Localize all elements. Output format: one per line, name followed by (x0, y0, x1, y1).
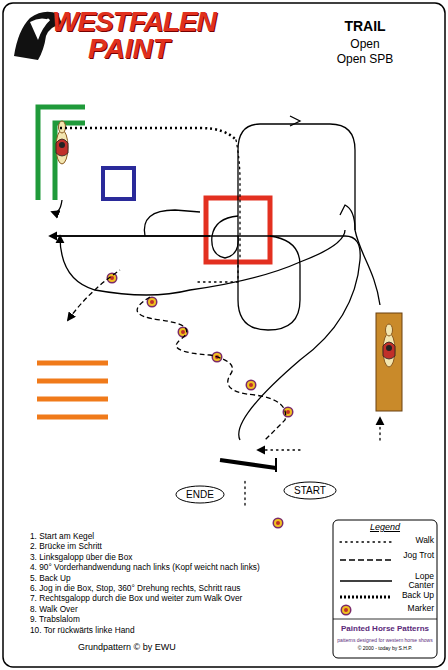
logo-text: PAINT (88, 33, 170, 65)
legend-text: Marker (398, 604, 434, 613)
legend-text: Lope Canter (398, 572, 434, 590)
node-text: ENDE (175, 489, 225, 500)
text-label: patterns designed for western horse show… (335, 637, 435, 643)
text-label: Painted Horse Patterns (335, 624, 435, 633)
legend-sample (341, 605, 352, 616)
text-label: Grundpattern © by EWU (78, 642, 176, 652)
list-item: 6. Jog in die Box, Stop, 360° Drehung re… (30, 583, 240, 593)
text-label: © 2000 - today by S.H.P. (335, 645, 435, 651)
legend-sample (340, 559, 392, 560)
legend-sample (340, 580, 392, 581)
oval-node: START (283, 481, 337, 500)
list-item: 2. Brücke im Schritt (30, 541, 102, 551)
list-item: 8. Walk Over (30, 604, 78, 614)
text-label: Legend (333, 522, 437, 532)
legend-text: Walk (398, 536, 434, 545)
text-label: Open SPB (325, 52, 405, 66)
list-item: 10. Tor rückwärts linke Hand (30, 625, 135, 635)
legend-sample (340, 541, 392, 542)
oval-node: ENDE (175, 485, 225, 504)
legend-text: Back Up (398, 591, 434, 600)
legend-text: Jog Trot (398, 551, 434, 560)
list-item: 9. Trabslalom (30, 614, 80, 624)
legend-sample (340, 596, 392, 599)
node-text: START (283, 485, 337, 496)
list-item: 5. Back Up (30, 573, 71, 583)
list-item: 7. Rechtsgalopp durch die Box und weiter… (30, 593, 242, 603)
list-item: 1. Start am Kegel (30, 531, 94, 541)
list-item: 4. 90° Vorderhandwendung nach links (Kop… (30, 562, 260, 572)
list-item: 3. Linksgalopp über die Box (30, 552, 132, 562)
text-label: Open (335, 37, 395, 51)
title: TRAIL (335, 18, 395, 34)
